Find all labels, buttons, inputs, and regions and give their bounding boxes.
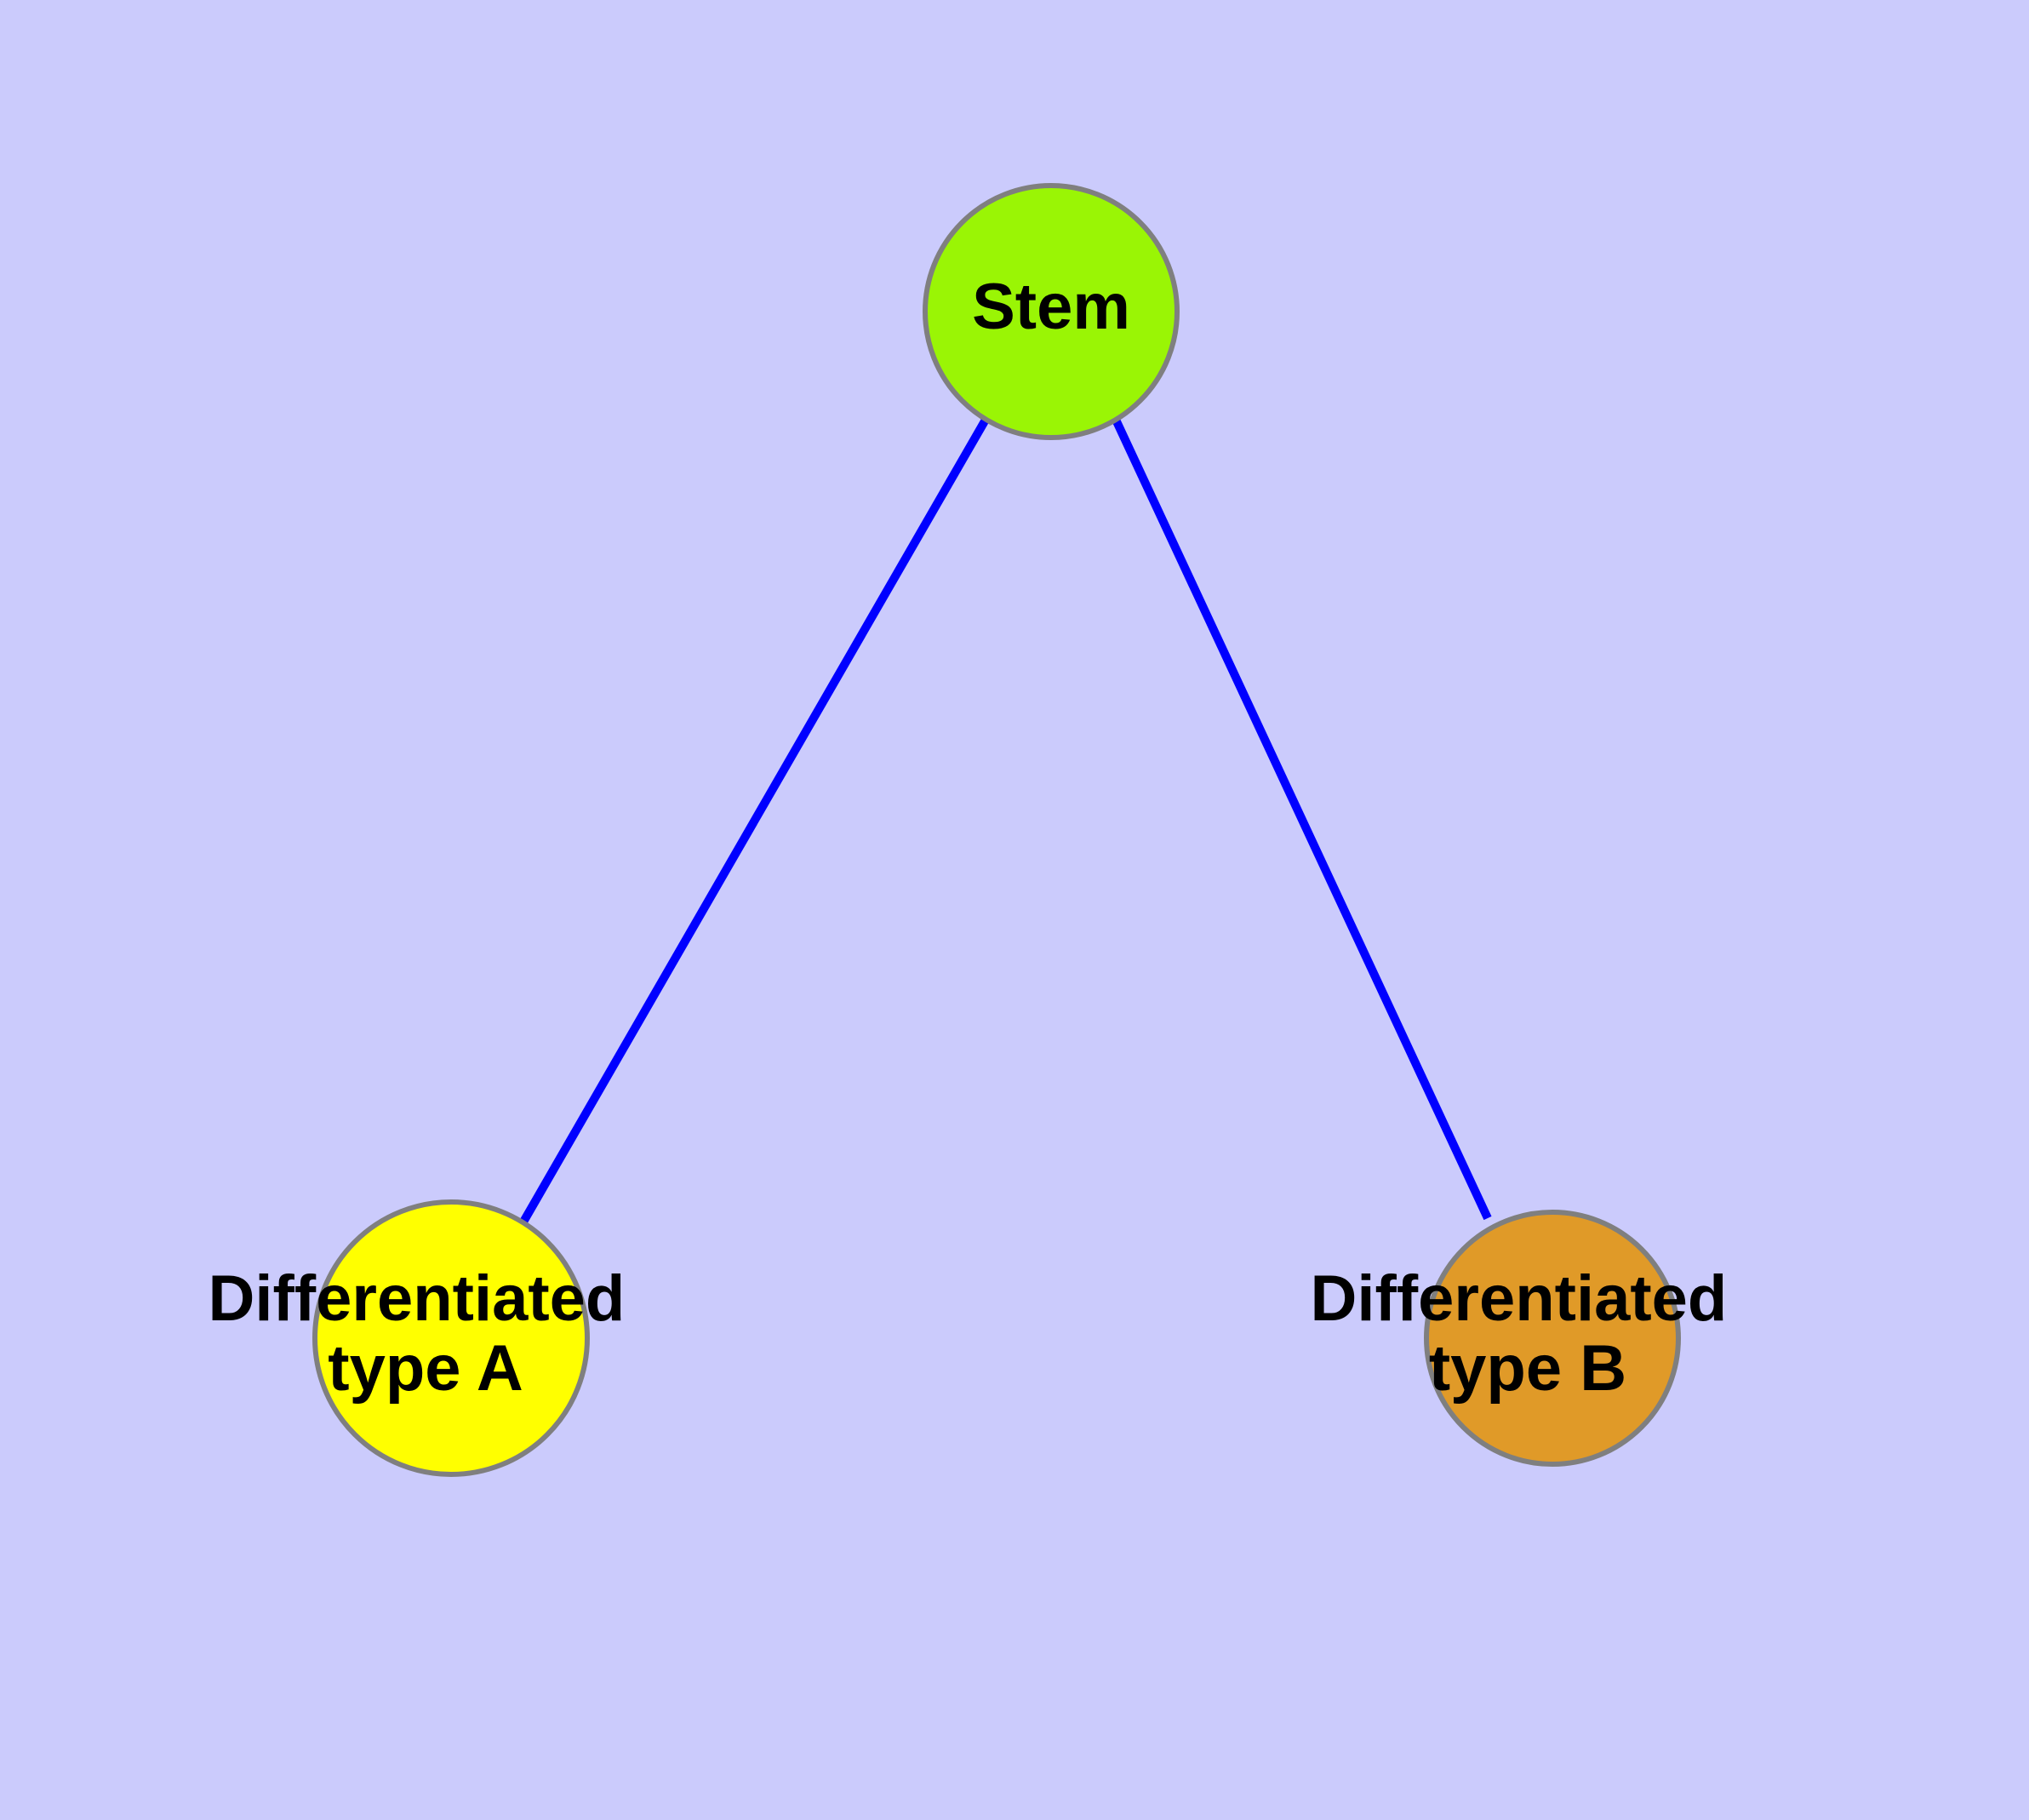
node-diff-b-label-line-2: type B (1429, 1332, 1626, 1405)
node-diff-b[interactable]: Differentiated type B (1311, 1210, 1746, 1467)
node-diff-a-circle[interactable] (312, 1199, 590, 1477)
node-stem-circle[interactable] (923, 183, 1180, 440)
edge-layer (518, 417, 1492, 1226)
node-diff-b-label: Differentiated type B (1311, 1262, 1746, 1405)
node-layer: Stem Differentiated type A Differentiate… (209, 183, 1746, 1477)
edge-stem-to-diff-a[interactable] (518, 417, 990, 1226)
node-stem-label: Stem (972, 271, 1130, 343)
node-diff-a-label: Differentiated type A (209, 1262, 643, 1405)
node-diff-a-label-line-2: type A (328, 1332, 523, 1405)
node-diff-a-label-line-1: Differentiated (209, 1262, 626, 1335)
node-diff-a[interactable]: Differentiated type A (209, 1199, 643, 1477)
node-diff-b-circle[interactable] (1424, 1210, 1681, 1467)
node-stem[interactable]: Stem (923, 183, 1180, 440)
edge-stem-to-diff-b[interactable] (1112, 417, 1492, 1221)
node-stem-label-line-1: Stem (972, 271, 1130, 343)
node-diff-b-label-line-1: Differentiated (1311, 1262, 1728, 1335)
